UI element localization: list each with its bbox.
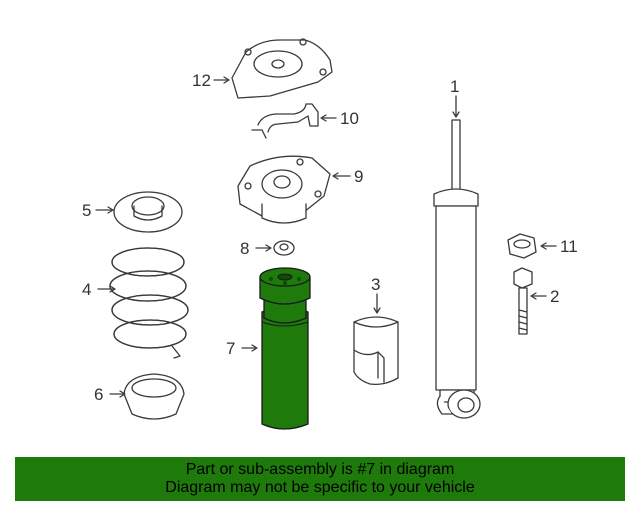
part-11-nut — [507, 233, 537, 259]
callout-11: 11 — [560, 237, 578, 256]
callout-7: 7 — [226, 339, 235, 358]
part-2-bolt — [513, 267, 533, 335]
callout-2: 2 — [550, 287, 559, 306]
callout-1: 1 — [450, 77, 459, 96]
footer-banner: Part or sub-assembly is #7 in diagram Di… — [15, 457, 625, 501]
part-9-strut-mount — [237, 155, 331, 224]
callout-3: 3 — [371, 275, 380, 294]
footer-line-2: Diagram may not be specific to your vehi… — [165, 479, 475, 496]
footer-line-1: Part or sub-assembly is #7 in diagram — [185, 461, 455, 478]
part-12-upper-mount — [231, 38, 333, 99]
callout-12: 12 — [192, 71, 211, 90]
part-4-coil-spring — [109, 247, 189, 359]
part-10-bracket — [251, 103, 319, 139]
callout-8: 8 — [240, 239, 249, 258]
part-7-bump-stop — [259, 267, 311, 430]
callout-4: 4 — [82, 280, 91, 299]
callout-10: 10 — [340, 109, 359, 128]
callout-5: 5 — [82, 201, 91, 220]
part-5-spring-seat — [113, 191, 183, 233]
part-3-dust-shield — [353, 316, 399, 386]
parts-diagram: 12 10 9 5 8 — [82, 38, 578, 430]
part-6-lower-seat — [123, 373, 185, 420]
part-8-bushing — [273, 240, 295, 256]
part-1-shock-absorber — [433, 119, 481, 419]
callout-9: 9 — [354, 167, 363, 186]
callout-6: 6 — [94, 385, 103, 404]
